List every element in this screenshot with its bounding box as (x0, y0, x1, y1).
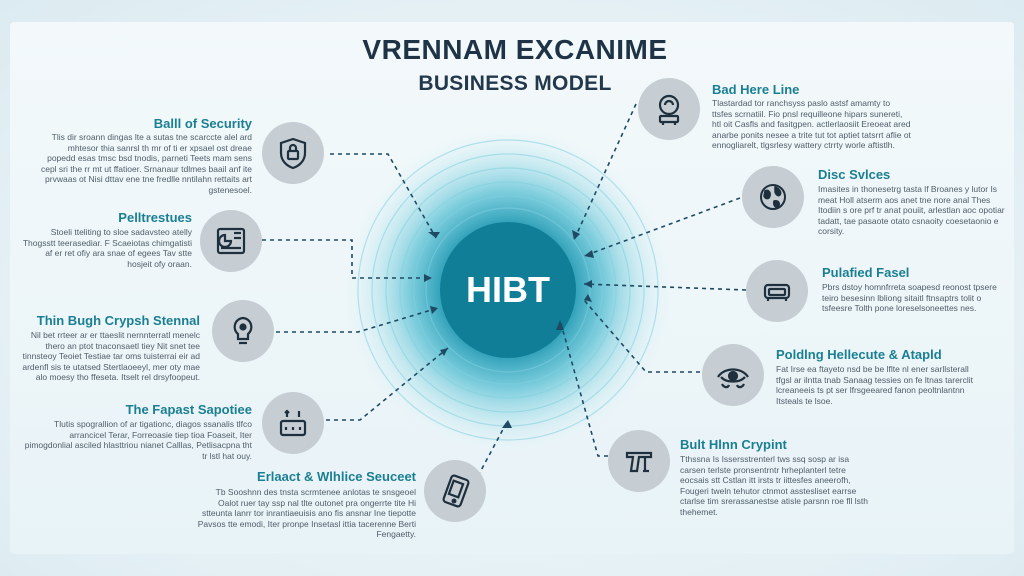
node-desc-bult-hlnn-crypint: Tthssna Is Issersstrenterl tws ssq sosp … (680, 454, 869, 517)
node-title-pelltrestues: Pelltrestues (118, 210, 192, 225)
infographic-subtitle: BUSINESS MODEL (418, 72, 612, 95)
blender-icon (625, 451, 653, 473)
node-title-security: Balll of Security (153, 116, 252, 131)
toolbox-icon (279, 409, 307, 437)
smartphone-icon (442, 474, 470, 508)
node-icon-disc-svlces (742, 166, 804, 228)
node-desc-pelltrestues: Stoeli tteliting to sloe sadavsteo atell… (22, 227, 192, 269)
pie-chart-icon (216, 227, 246, 255)
connector-right-3 (583, 283, 747, 291)
node-title-poldlng-hellecute: Poldlng Hellecute & Atapld (776, 347, 942, 362)
connector-left-4 (318, 347, 449, 421)
user-shield-icon (658, 94, 680, 125)
hub-rings (357, 139, 659, 441)
arrowhead-left-1 (428, 232, 440, 238)
arrowhead-right-5 (556, 320, 564, 330)
globe-icon (760, 184, 786, 210)
arrowhead-left-3 (430, 306, 438, 314)
node-icon-pulafied-fasel (746, 260, 808, 322)
arrowhead-left-2 (424, 274, 432, 282)
node-icon-pelltrestues (200, 210, 262, 272)
node-icon-wlhlice-seuceet (424, 460, 486, 522)
arrowhead-right-3 (584, 280, 592, 288)
connector-right-4 (583, 299, 700, 373)
connector-right-5 (559, 319, 608, 457)
node-icon-security (262, 122, 324, 184)
arrowhead-right-1 (572, 230, 580, 240)
node-title-disc-svlces: Disc Svlces (818, 167, 891, 182)
connector-left-1 (330, 153, 437, 239)
node-title-fapast-sapotiee: The Fapast Sapotiee (125, 402, 252, 417)
node-title-wlhlice-seuceet: Erlaact & Wlhlice Seuceet (257, 469, 416, 484)
node-desc-crypsh-stennal: Nil bet rrteer ar er ttaeslit nernnterra… (22, 330, 200, 382)
hub-label: HIBT (466, 269, 550, 310)
hub-core (440, 222, 576, 358)
couch-icon (763, 283, 791, 301)
node-icon-crypsh-stennal (212, 300, 274, 362)
node-title-bult-hlnn-crypint: Bult Hlnn Crypint (680, 437, 787, 452)
infographic-title: VRENNAM EXCANIME (362, 34, 668, 65)
arrowhead-right-4 (584, 294, 592, 302)
node-desc-poldlng-hellecute: Fat Irse ea ftayeto nsd be be lflte nl e… (776, 364, 974, 406)
node-title-bad-here-line: Bad Here Line (712, 82, 800, 97)
node-icon-fapast-sapotiee (262, 392, 324, 454)
lightbulb-icon (233, 316, 253, 345)
node-icon-poldlng-hellecute (702, 344, 764, 406)
eye-icon (717, 368, 749, 389)
node-icon-bult-hlnn-crypint (608, 430, 670, 492)
arrowhead-left-4 (440, 348, 448, 356)
node-desc-security: Tlis dir sroann dingas lte a sutas tne s… (40, 132, 252, 195)
node-desc-bad-here-line: Tlastardad tor ranchsyss paslo astsf ama… (712, 98, 911, 150)
connector-right-2 (583, 197, 741, 257)
node-desc-pulafied-fasel: Pbrs dstoy homnfrreta soapesd reonost tp… (822, 282, 997, 313)
arrowhead-right-2 (584, 250, 594, 258)
arrowhead-left-5 (502, 420, 512, 428)
node-desc-fapast-sapotiee: Tlutis spograllion of ar tigationc, diag… (24, 419, 252, 461)
connector-left-5 (477, 419, 509, 477)
node-title-crypsh-stennal: Thin Bugh Crypsh Stennal (36, 313, 200, 328)
connector-left-3 (268, 307, 439, 333)
node-icon-bad-here-line (638, 78, 700, 140)
connector-left-2 (262, 239, 432, 279)
shield-lock-icon (279, 137, 307, 170)
node-desc-disc-svlces: Imasites in thonesetrg tasta lf Broanes … (818, 184, 1005, 236)
node-desc-wlhlice-seuceet: Tb Sooshnn des tnsta scrmtenee anlotas t… (197, 487, 416, 539)
node-title-pulafied-fasel: Pulafied Fasel (822, 265, 910, 280)
connector-right-1 (573, 103, 637, 241)
